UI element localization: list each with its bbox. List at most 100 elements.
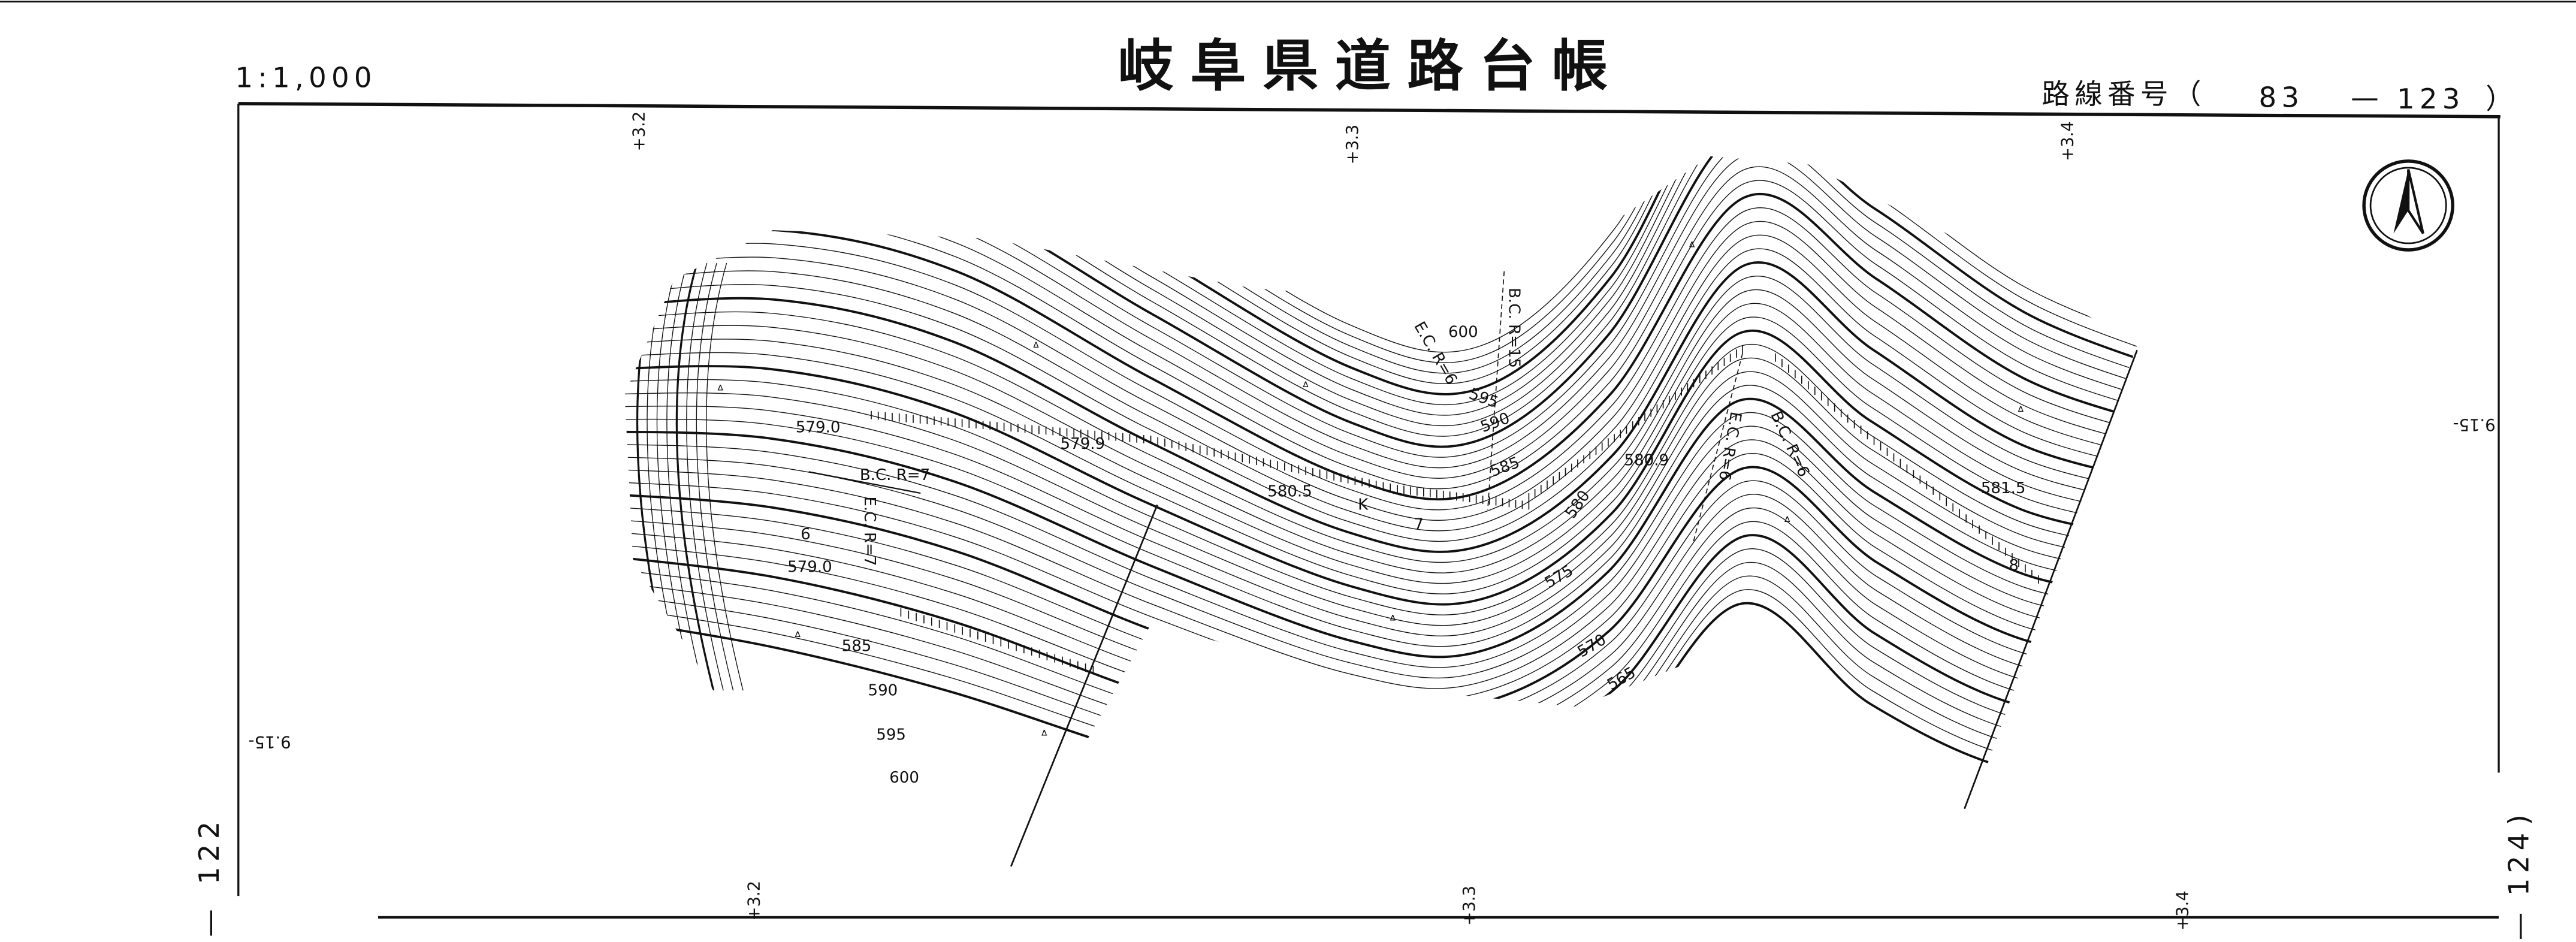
contour-line xyxy=(624,357,2137,626)
contour-line xyxy=(706,262,744,691)
station-top-1: +3.2 xyxy=(630,111,648,152)
contour-line xyxy=(624,156,2137,437)
contour-line xyxy=(624,261,2137,553)
curve-line-bc15 xyxy=(1487,271,1505,510)
contour-line xyxy=(624,156,2137,363)
route-number-b: 123 xyxy=(2397,83,2465,115)
contour-line xyxy=(624,330,2137,606)
prev-sheet-number: 122 xyxy=(193,816,225,884)
contour-line xyxy=(624,156,2137,448)
contour-line xyxy=(666,262,704,691)
contour-line xyxy=(624,303,2137,584)
sheet-title: 岐阜県道路台帳 xyxy=(1118,34,1624,99)
contour-line xyxy=(624,521,2137,752)
contour-line xyxy=(624,192,2137,501)
contour-label: 580.5 xyxy=(1267,483,1312,501)
prev-sheet-dash: — xyxy=(193,904,225,937)
curve-labels: B.C. R=7 E.C. R=7 E.C. R=6 B.C. R=15 E.C… xyxy=(801,288,2019,575)
contour-line xyxy=(624,397,2137,659)
contour-line xyxy=(624,425,2137,679)
section-line-left xyxy=(1010,504,1158,867)
road-mark-6: 6 xyxy=(801,526,811,544)
contour-label: 579.0 xyxy=(787,558,832,576)
road-mark-8: 8 xyxy=(2009,557,2019,575)
contour-line xyxy=(624,156,2137,458)
frame-top xyxy=(238,102,2500,119)
contour-line xyxy=(624,371,2137,636)
station-top-3: +3.4 xyxy=(2059,121,2077,161)
contour-line xyxy=(624,575,2137,795)
contour-lines xyxy=(624,156,2137,816)
curve-label: B.C. R=7 xyxy=(860,466,930,484)
route-number-a: 83 xyxy=(2259,81,2305,113)
contour-line xyxy=(624,156,2137,385)
contour-line xyxy=(624,156,2137,353)
vegetation-symbols: ᐞ ᐞ ᐞ ᐞ ᐞ ᐞ ᐞ ᐞ ᐞ xyxy=(717,240,2024,744)
contour-line xyxy=(656,262,694,691)
station-bottom-1: +3.2 xyxy=(745,881,763,921)
next-sheet-number: 124 xyxy=(2502,828,2535,896)
route-number: 路線番号（ 83 — 123 ） xyxy=(2042,78,2518,115)
curve-label: E.C. R=7 xyxy=(860,497,878,566)
contour-line xyxy=(624,234,2137,532)
station-top-2: +3.3 xyxy=(1343,125,1362,165)
contour-line xyxy=(624,276,2137,563)
contour-line xyxy=(696,262,734,691)
contour-label: 581.5 xyxy=(1981,479,2026,497)
north-arrow-icon xyxy=(2362,159,2454,252)
contour-label: 600 xyxy=(1448,323,1478,341)
contour-line xyxy=(624,453,2137,700)
next-sheet-paren: ) xyxy=(2502,810,2535,825)
road-mark-k: K xyxy=(1358,496,1369,514)
scale-label: 1:1,000 xyxy=(235,61,376,93)
contour-line xyxy=(624,344,2137,615)
grass-symbol-icon: ᐞ xyxy=(1389,614,1396,629)
contour-line xyxy=(624,156,2137,406)
contour-line xyxy=(624,289,2137,573)
slope-hatching xyxy=(871,345,2039,674)
grass-symbol-icon: ᐞ xyxy=(1302,380,1309,395)
contour-label: 585 xyxy=(842,637,872,655)
contour-label: 579.0 xyxy=(796,419,841,437)
contour-line xyxy=(624,207,2137,511)
contour-label: 580 xyxy=(1562,487,1594,522)
section-line-right xyxy=(1964,349,2138,810)
contour-line xyxy=(675,262,715,691)
contour-label: 595 xyxy=(876,726,906,744)
grass-symbol-icon: ᐞ xyxy=(1041,729,1048,744)
station-bottom-2: +3.3 xyxy=(1460,886,1479,926)
next-sheet-dash: — xyxy=(2502,907,2535,940)
contour-line xyxy=(624,316,2137,594)
station-bottom-3: +3.4 xyxy=(2174,890,2193,931)
contour-line xyxy=(624,180,2137,490)
ref-right: 9.15- xyxy=(2453,415,2496,434)
contour-line xyxy=(624,602,2137,816)
route-close: ） xyxy=(2486,83,2518,115)
curve-label: B.C. R=15 xyxy=(1505,288,1523,368)
contour-label: 585 xyxy=(1488,454,1522,481)
contour-label: 579.9 xyxy=(1061,435,1106,453)
curve-line-bc7 xyxy=(808,471,921,494)
contour-line xyxy=(624,156,2137,374)
grass-symbol-icon: ᐞ xyxy=(717,383,724,398)
grass-symbol-icon: ᐞ xyxy=(794,630,801,645)
contour-line xyxy=(686,262,724,691)
contour-label: 580.9 xyxy=(1624,451,1669,469)
contour-line xyxy=(624,412,2137,668)
contour-line xyxy=(624,494,2137,731)
contour-label: 575 xyxy=(1542,561,1577,592)
grass-symbol-icon: ᐞ xyxy=(1784,515,1791,530)
contour-label: 590 xyxy=(868,681,898,699)
ref-left: 9.15- xyxy=(249,732,291,751)
road-mark-7: 7 xyxy=(1414,515,1424,533)
contour-line xyxy=(624,439,2137,689)
route-number-label: 路線番号（ xyxy=(2042,78,2206,110)
contour-label: 600 xyxy=(889,769,919,787)
contour-line xyxy=(624,248,2137,542)
route-dash: — xyxy=(2351,81,2384,113)
contour-line xyxy=(624,221,2137,521)
grass-symbol-icon: ᐞ xyxy=(2017,404,2024,419)
curve-label: E.C. R=6 xyxy=(1715,410,1745,482)
contour-label: 590 xyxy=(1478,409,1512,436)
